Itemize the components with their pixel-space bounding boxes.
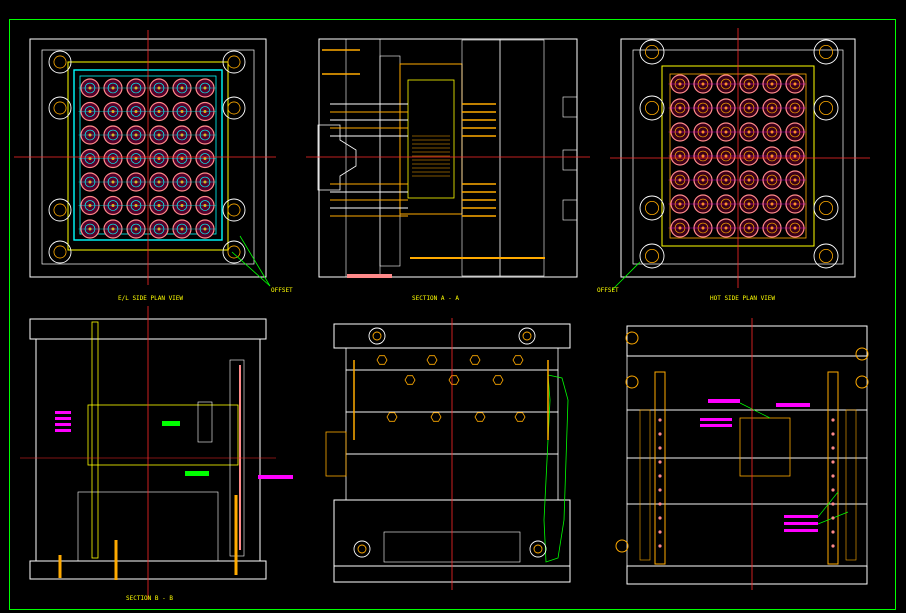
section-aa-view: SECTION A - A [306,38,590,302]
hot-corner-bolts [639,39,839,269]
right-bolt-holes [615,331,869,553]
hot-cavity-grid [668,74,807,238]
el-side-plan-view: E/L SIDE PLAN VIEW OFFSET [14,30,293,302]
section-bb-label: SECTION B - B [126,595,173,602]
section-bb-view: SECTION B - B [20,306,293,602]
hot-side-plan-view: HOT SIDE PLAN VIEW OFFSET [597,28,870,302]
offset-callout-right: OFFSET [597,287,619,294]
el-corner-bolts [48,50,246,264]
right-elevation-view [615,318,869,590]
drawing-border [9,19,896,610]
section-aa-label: SECTION A - A [412,295,459,302]
el-side-plan-view-label: E/L SIDE PLAN VIEW [118,295,183,302]
center-hex-holes [353,327,547,558]
center-elevation-view [325,318,571,590]
el-cavity-grid [78,78,217,239]
section-aa-ejector-pins [322,49,496,217]
offset-callout-left: OFFSET [271,287,293,294]
hot-side-plan-view-label: HOT SIDE PLAN VIEW [710,295,775,302]
